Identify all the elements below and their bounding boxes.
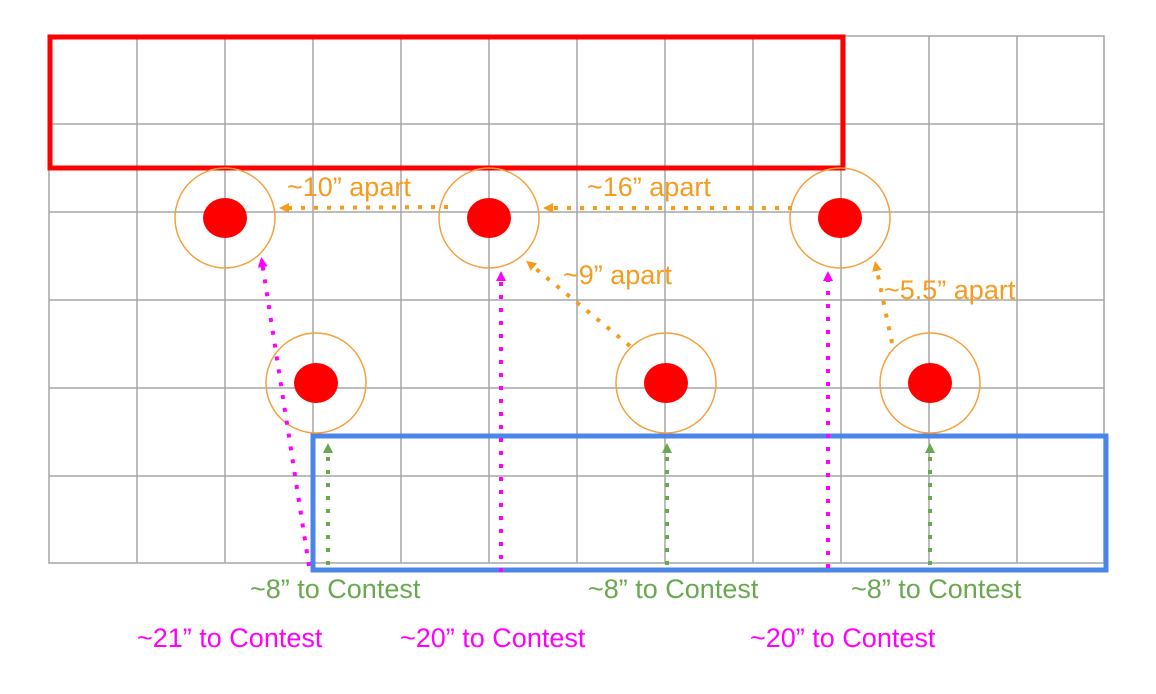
label-short-left: ~8” to Contest [250, 574, 421, 604]
label-spacing-top-left: ~10” apart [287, 172, 411, 202]
robot-top-middle [438, 167, 540, 269]
label-long-right: ~20” to Contest [750, 623, 936, 653]
label-short-middle: ~8” to Contest [588, 574, 759, 604]
label-spacing-top-right: ~16” apart [587, 172, 711, 202]
label-spacing-middle: ~9” apart [563, 260, 672, 290]
label-long-middle: ~20” to Contest [400, 623, 586, 653]
label-long-left: ~21” to Contest [137, 623, 323, 653]
red-zone [47, 34, 846, 171]
robot-top-right [789, 167, 891, 269]
spacing-arrow-top-left [279, 202, 449, 213]
robot-bottom-right [879, 332, 981, 434]
label-short-right: ~8” to Contest [851, 574, 1022, 604]
blue-zone [310, 433, 1109, 573]
label-spacing-right: ~5.5” apart [884, 275, 1016, 305]
long-arrow-left [257, 257, 311, 567]
robot-top-left [174, 167, 276, 269]
robot-bottom-left [265, 332, 367, 434]
spacing-arrow-right [872, 261, 894, 344]
robot-bottom-middle [615, 332, 717, 434]
spacing-arrow-middle [526, 260, 632, 348]
